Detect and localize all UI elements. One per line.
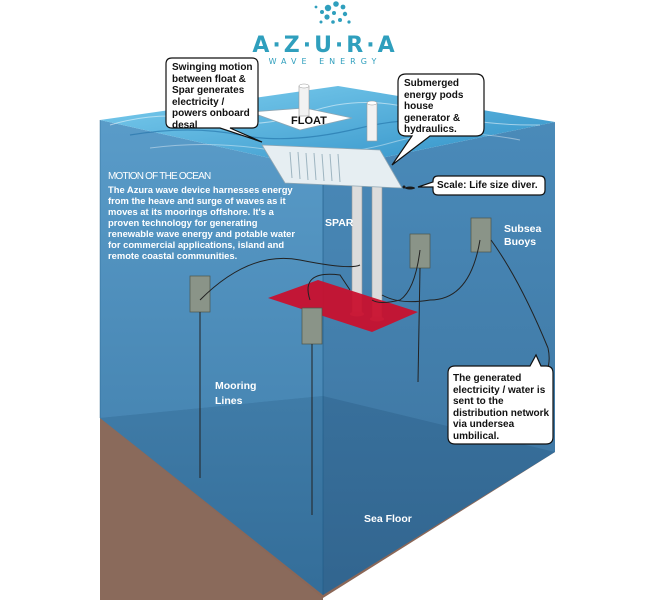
callout-scale: Scale: Life size diver.	[437, 180, 538, 191]
callout-generated-electricity: The generated electricity / water is sen…	[453, 373, 550, 442]
callout-swinging-motion: Swinging motion between float & Spar gen…	[172, 62, 253, 131]
mooring-lines	[199, 239, 550, 515]
water-front-face	[100, 120, 323, 595]
mooring-lines-label: Mooring Lines	[215, 380, 257, 407]
spar-label: SPAR	[325, 217, 354, 229]
sea-floor-label: Sea Floor	[364, 513, 412, 525]
callout-energy-pods: Submerged energy pods house generator & …	[404, 78, 464, 135]
float-label: FLOAT	[291, 115, 327, 127]
subsea-buoys-label: Subsea Buoys	[504, 223, 542, 248]
heave-plate	[268, 280, 418, 332]
diver-icon	[402, 185, 415, 190]
float-structure	[249, 83, 403, 189]
description-body: The Azura wave device harnesses energy f…	[108, 184, 296, 261]
logo-subtitle: WAVE ENERGY	[268, 57, 382, 66]
description-heading: MOTION OF THE OCEAN	[108, 171, 211, 182]
logo-swirl-icon	[314, 1, 351, 24]
logo-wordmark: A·Z·U·R·A	[252, 33, 398, 58]
energy-pods	[189, 217, 492, 345]
callout-bubbles	[165, 57, 554, 445]
